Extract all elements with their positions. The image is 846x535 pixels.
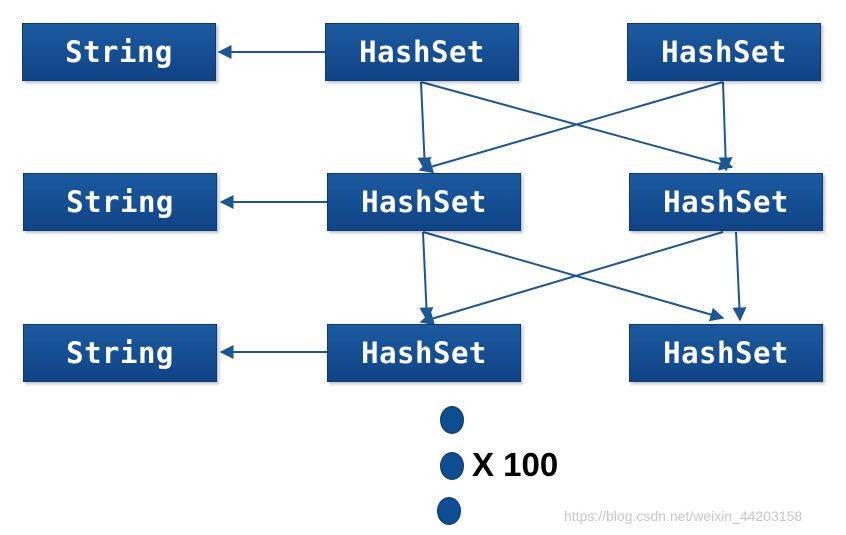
hashset-node-row1-b: HashSet [627,23,821,81]
arrow-r2a-to-r3a [419,231,434,322]
arrow-r2b-to-r3b [732,231,747,322]
string-node-row3: String [23,324,217,382]
watermark-text: https://blog.csdn.net/weixin_44203158 [564,508,803,524]
hashset-node-row1-a: HashSet [325,23,519,81]
arrow-r2a-to-r3b [422,231,725,322]
repeat-count-label: X 100 [472,446,559,483]
ellipsis-dot-3 [437,497,461,525]
string-node-row2: String [23,173,217,231]
hashset-node-row3-a: HashSet [327,324,521,382]
hashset-node-row3-b: HashSet [629,324,823,382]
string-node-row1: String [22,23,216,81]
arrow-r2b-to-r3a [419,231,724,326]
arrow-r1b-to-r2a [418,81,724,174]
arrow-r1a-to-r2a [417,81,432,172]
hashset-node-row2-a: HashSet [327,173,521,231]
ellipsis-dot-2 [440,452,464,480]
hashset-node-row2-b: HashSet [629,173,823,231]
ellipsis-dot-1 [440,406,464,434]
arrow-r1b-to-r2b [718,81,733,172]
